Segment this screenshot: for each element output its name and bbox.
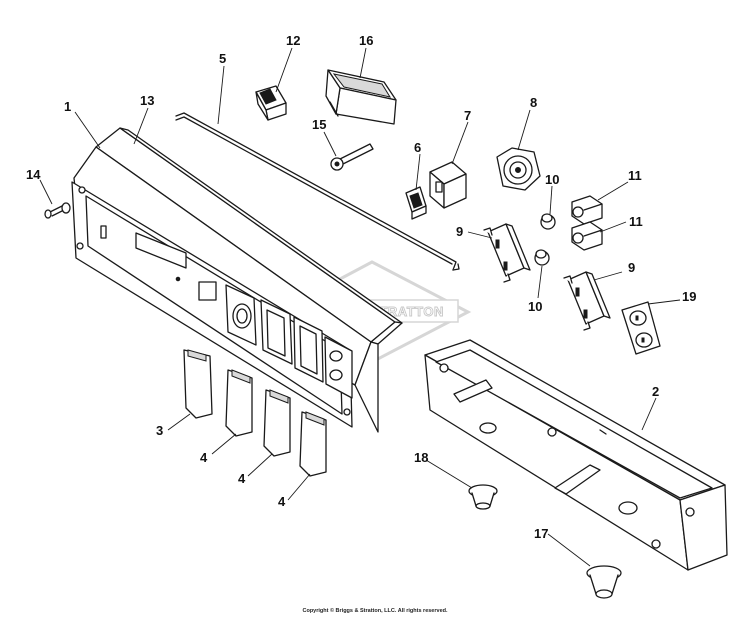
push-button-breaker-lower	[534, 249, 550, 266]
callout-4a: 4	[200, 450, 208, 465]
callout-8: 8	[530, 95, 537, 110]
duplex-receptacle-right	[563, 271, 611, 331]
leader-lines	[39, 47, 681, 567]
callout-5: 5	[219, 51, 226, 66]
panel-housing-base	[424, 339, 728, 571]
callout-4b: 4	[238, 471, 246, 486]
control-panel	[71, 127, 403, 433]
callout-10-upper: 10	[545, 172, 559, 187]
callout-3: 3	[156, 423, 163, 438]
grommet-large	[586, 565, 622, 599]
fuse-holder	[330, 143, 374, 171]
callout-11-upper: 11	[628, 168, 642, 183]
callout-17: 17	[534, 526, 548, 541]
receptacle-cover-3	[183, 349, 213, 419]
callout-10-lower: 10	[528, 299, 542, 314]
screw	[44, 202, 71, 219]
circuit-breaker	[429, 161, 467, 209]
dual-breaker-lower	[571, 221, 603, 251]
callout-9-right: 9	[628, 260, 635, 275]
push-button-breaker-upper	[540, 213, 556, 230]
callout-labels: 1 13 5 12 16 8 7 15 6 14 10 11 11 9 10 9…	[26, 33, 696, 541]
duplex-receptacle-left	[483, 223, 531, 283]
gfci-receptacle	[621, 301, 661, 355]
callout-7: 7	[464, 108, 471, 123]
receptacle-cover-4c	[299, 411, 327, 477]
grommet-small	[468, 484, 498, 510]
callout-18: 18	[414, 450, 428, 465]
receptacle-cover-4a	[225, 369, 253, 437]
callout-19: 19	[682, 289, 696, 304]
callout-1: 1	[64, 99, 71, 114]
callout-13: 13	[140, 93, 154, 108]
rocker-switch	[255, 85, 287, 121]
callout-11-lower: 11	[629, 214, 643, 229]
support-rod	[175, 112, 460, 271]
callout-6: 6	[414, 140, 421, 155]
copyright-footer: Copyright © Briggs & Stratton, LLC. All …	[302, 608, 448, 614]
callout-12: 12	[286, 33, 300, 48]
dual-breaker-upper	[571, 195, 603, 225]
small-switch	[405, 186, 427, 220]
twist-lock-receptacle	[496, 147, 541, 191]
callout-9-left: 9	[456, 224, 463, 239]
display-module	[325, 69, 397, 125]
callout-14: 14	[26, 167, 41, 182]
callout-2: 2	[652, 384, 659, 399]
callout-16: 16	[359, 33, 373, 48]
callout-15: 15	[312, 117, 326, 132]
callout-4c: 4	[278, 494, 286, 509]
receptacle-cover-4b	[263, 389, 291, 457]
